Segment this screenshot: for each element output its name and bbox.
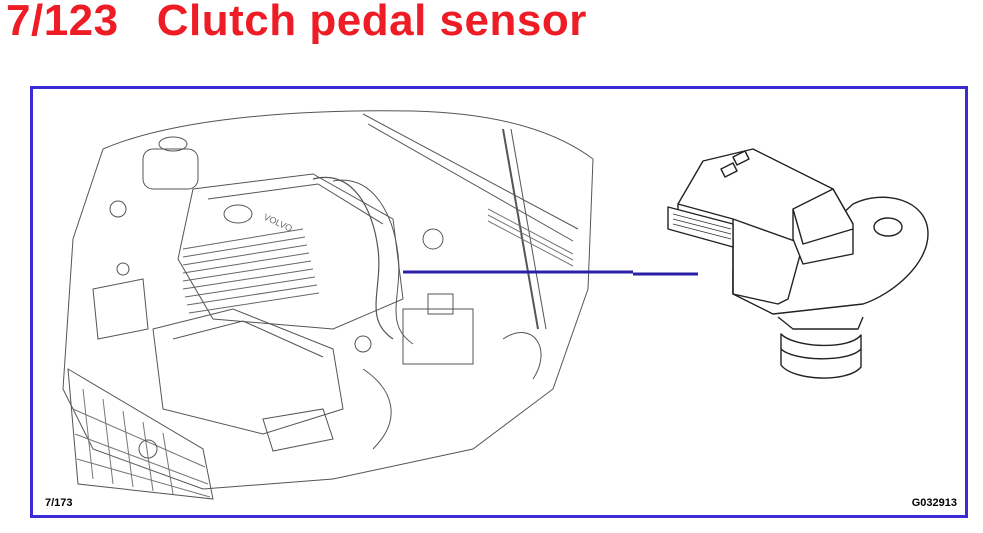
clutch-pedal-sensor-illustration xyxy=(667,148,929,379)
diagram-canvas: VOLVO xyxy=(62,110,929,500)
sensor-leader-line xyxy=(403,270,698,276)
diagram-frame: VOLVO xyxy=(30,86,968,518)
figure-ref-right: G032913 xyxy=(911,497,957,509)
figure-ref-left: 7/173 xyxy=(45,497,73,509)
svg-text:VOLVO: VOLVO xyxy=(262,212,294,234)
engine-bay-illustration: VOLVO xyxy=(62,110,594,500)
page-title: 7/123 Clutch pedal sensor xyxy=(6,0,587,45)
